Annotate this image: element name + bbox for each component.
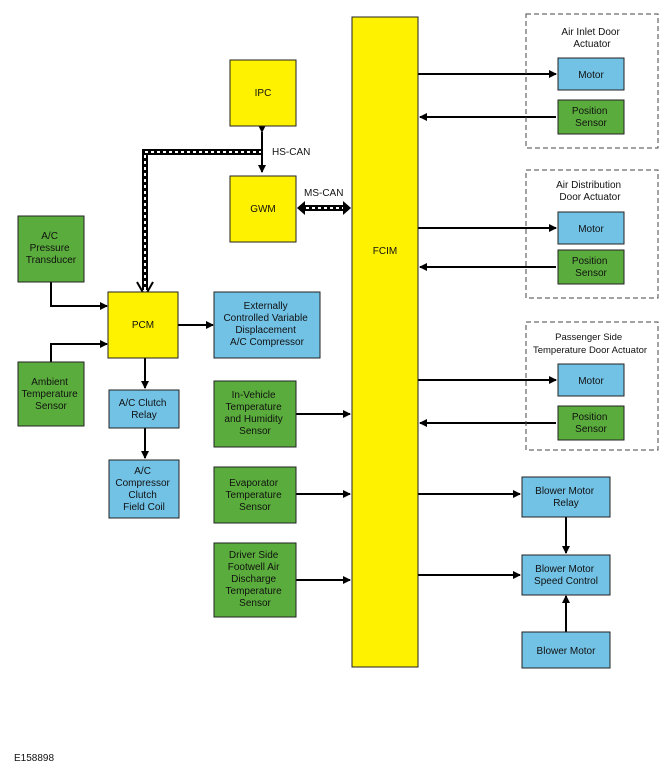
air-inlet-motor-box [557,57,625,91]
driver-side-footwell-sensor-label: Driver Side Footwell Air Discharge Tempe… [226,550,285,609]
passenger-side-position-sensor-label: Position Sensor [572,412,610,435]
passenger-side-motor-label: Motor [578,376,604,387]
evaporator-temperature-sensor-label: Evaporator Temperature Sensor [226,478,285,513]
pcm-module [107,291,179,359]
air-distribution-position-sensor-box [557,249,625,285]
fcim-label: FCIM [373,246,397,257]
ac-clutch-relay-box [108,389,180,429]
passenger-side-temperature-door-actuator-label: Passenger Side Temperature Door Actuator [533,332,647,356]
figure-id: E158898 [14,753,54,764]
air-distribution-motor-label: Motor [578,224,604,235]
air-inlet-door-actuator-label: Air Inlet Door Actuator [561,27,622,50]
blower-motor-speed-control-box [521,554,611,596]
gwm-label: GWM [250,204,276,215]
driver-side-footwell-sensor-box [213,542,297,618]
ac-pressure-transducer-label: A/C Pressure Transducer [26,231,77,266]
blower-motor-relay-label: Blower Motor Relay [535,486,597,509]
ac-clutch-relay-label: A/C Clutch Relay [119,398,170,421]
blower-motor-label: Blower Motor [537,646,597,657]
air-inlet-position-sensor-box [557,99,625,135]
air-distribution-position-sensor-label: Position Sensor [572,256,610,279]
air-distribution-door-actuator-label: Air Distribution Door Actuator [556,180,624,203]
ac-compressor-clutch-field-coil-box [108,459,180,519]
ipc-module [229,59,297,127]
externally-controlled-compressor-label: Externally Controlled Variable Displacem… [223,301,310,348]
passenger-side-motor-box [557,363,625,397]
evaporator-temperature-sensor-box [213,466,297,524]
ac-pressure-transducer-box [17,215,85,283]
gwm-module [229,175,297,243]
air-distribution-motor-box [557,211,625,245]
air-inlet-position-sensor-label: Position Sensor [572,106,610,129]
passenger-side-position-sensor-box [557,405,625,441]
ms-can-label: MS-CAN [304,188,343,199]
ambient-temperature-sensor-box [17,361,85,427]
externally-controlled-compressor-box [213,291,321,359]
passenger-side-temperature-door-actuator-group [525,321,659,451]
blower-motor-speed-control-label: Blower Motor Speed Control [534,564,598,587]
air-inlet-motor-label: Motor [578,70,604,81]
blower-motor-relay-box [521,476,611,518]
pcm-label: PCM [132,320,154,331]
ambient-to-pcm [50,340,108,362]
ambient-temperature-sensor-label: Ambient Temperature Sensor [22,377,81,412]
ipc-label: IPC [255,88,272,99]
air-inlet-door-actuator-group [525,13,659,149]
air-distribution-door-actuator-group [525,169,659,299]
fcim-module [351,16,419,668]
pressure-to-pcm [50,282,108,310]
ac-compressor-clutch-field-coil-label: A/C Compressor Clutch Field Coil [115,466,172,513]
in-vehicle-temperature-humidity-sensor-box [213,380,297,448]
connections [50,70,570,632]
blower-motor-box [521,631,611,669]
in-vehicle-temperature-humidity-sensor-label: In-Vehicle Temperature and Humidity Sens… [224,390,285,437]
hs-can-label: HS-CAN [272,147,310,158]
